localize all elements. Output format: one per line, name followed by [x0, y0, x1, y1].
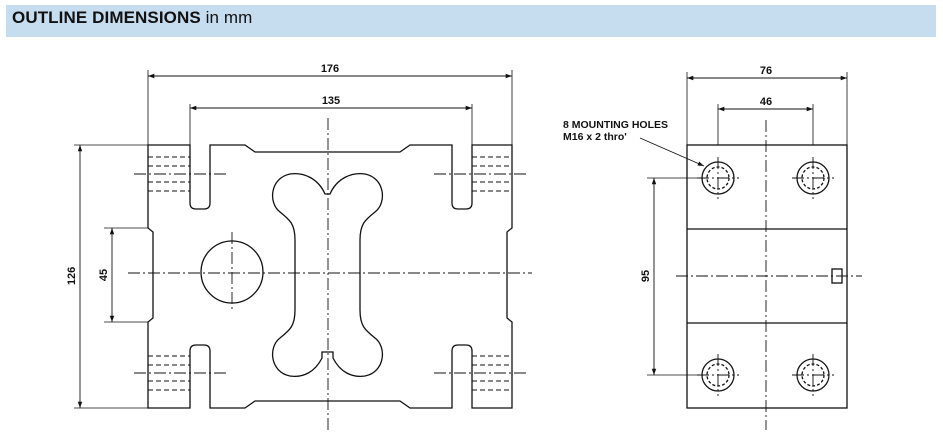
thread-hidden-lines [148, 156, 512, 391]
dim-45-label: 45 [98, 269, 110, 281]
dim-46-label: 46 [760, 96, 772, 108]
front-dimension-lines [77, 73, 512, 408]
front-center-lines [128, 118, 532, 430]
side-extension-lines [647, 72, 848, 376]
title-banner [6, 5, 936, 37]
dim-95-label: 95 [640, 270, 652, 282]
side-view-outline [686, 144, 848, 409]
mounting-note-line1: 8 MOUNTING HOLES [563, 119, 668, 131]
mounting-note-line2: M16 x 2 thro' [563, 131, 627, 143]
front-view [74, 70, 532, 430]
front-extension-lines [74, 70, 513, 409]
side-dimension-lines [651, 75, 847, 375]
front-view-outline [147, 144, 513, 409]
dim-176-label: 176 [321, 63, 339, 75]
title-main: OUTLINE DIMENSIONS [12, 8, 201, 27]
note-leader [639, 137, 705, 167]
page-title: OUTLINE DIMENSIONS in mm [12, 8, 252, 28]
dim-76-label: 76 [760, 65, 772, 77]
dim-135-label: 135 [322, 95, 340, 107]
bone-cutout [271, 172, 384, 378]
side-center-lines [676, 120, 862, 430]
dim-126-label: 126 [66, 267, 78, 285]
side-view [639, 72, 862, 430]
title-unit: in mm [205, 8, 253, 27]
